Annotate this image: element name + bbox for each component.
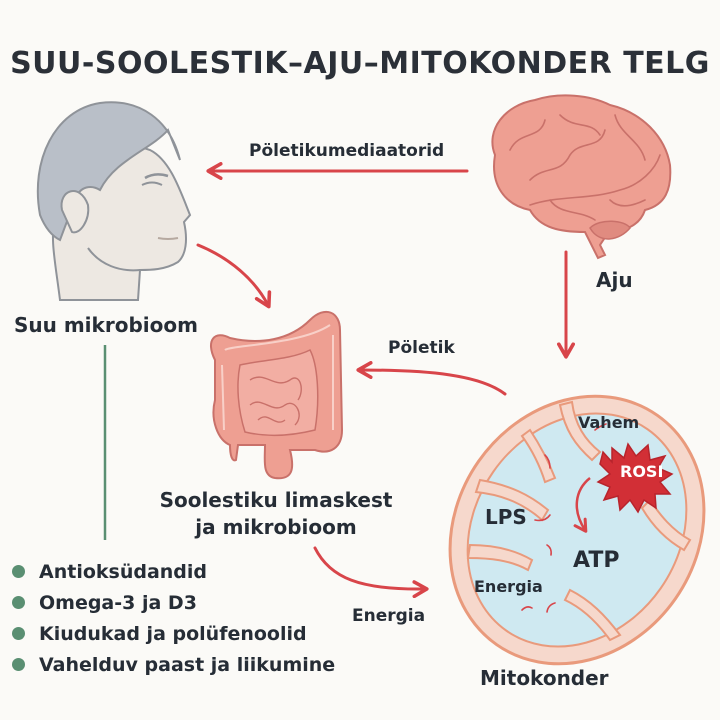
arrow-label-inflammatory-mediators: Pöletikumediaatorid	[249, 141, 445, 161]
bullet-icon	[12, 596, 25, 609]
list-item: Kiudukad ja polüfenoolid	[12, 618, 335, 649]
arrow-mito-to-gut	[356, 361, 507, 396]
label-gut-line1: Soolestiku limaskest	[159, 488, 393, 512]
label-brain: Aju	[596, 268, 633, 292]
label-mito: Mitokonder	[480, 666, 609, 690]
mito-label-energia: Energia	[474, 577, 543, 596]
mito-label-vahem: Vahem	[578, 413, 640, 432]
list-item: Omega-3 ja D3	[12, 587, 335, 618]
intestines-icon	[210, 310, 344, 480]
list-item: Vahelduv paast ja liikumine	[12, 649, 335, 680]
arrow-gut-to-mito	[313, 546, 429, 599]
arrow-mouth-to-gut	[196, 243, 272, 309]
bullet-icon	[12, 627, 25, 640]
bullet-icon	[12, 658, 25, 671]
mito-label-atp: ATP	[573, 548, 620, 573]
mito-label-rosi: ROSI	[620, 462, 664, 481]
arrow-label-energy: Energia	[352, 606, 426, 626]
page-title: SUU-SOOLESTIK–AJU–MITOKONDER TELG	[10, 46, 710, 81]
label-gut-line2: ja mikrobioom	[195, 515, 357, 539]
mito-label-lps: LPS	[485, 505, 527, 529]
interventions-list: Antioksüdandid Omega-3 ja D3 Kiudukad ja…	[12, 556, 335, 680]
bullet-icon	[12, 565, 25, 578]
label-mouth: Suu mikrobioom	[14, 313, 198, 337]
brain-icon	[491, 94, 672, 260]
arrow-label-inflammation: Pöletik	[388, 338, 455, 358]
mitochondrion-icon	[448, 394, 706, 666]
human-head-icon	[36, 101, 192, 301]
list-item: Antioksüdandid	[12, 556, 335, 587]
